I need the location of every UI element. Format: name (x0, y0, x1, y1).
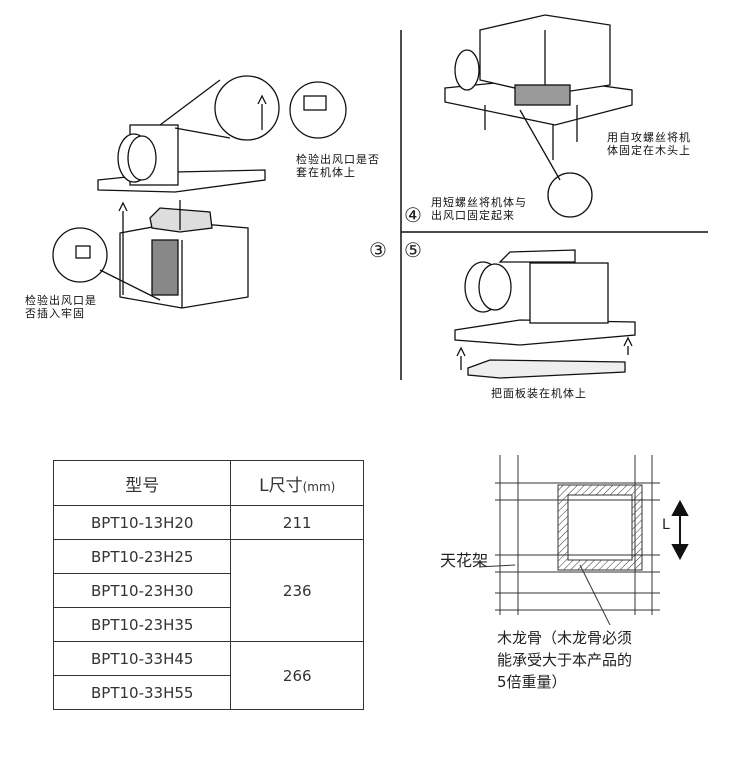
model-cell: BPT10-33H55 (52, 675, 232, 710)
step3-note-bottom: 检验出风口是 否插入牢固 (25, 294, 97, 320)
model-cell: BPT10-23H25 (52, 539, 232, 574)
step3-number: ③ (369, 238, 387, 262)
step3-fan-drawing (52, 75, 347, 309)
table-row: BPT10-33H55 (52, 675, 364, 710)
step4-number: ④ (404, 203, 422, 227)
step5-number: ⑤ (404, 238, 422, 262)
table-row: BPT10-23H30 (52, 573, 364, 608)
step5-note: 把面板装在机体上 (491, 387, 587, 400)
joist-note: 木龙骨（木龙骨必须 能承受大于本产品的 5倍重量） (497, 629, 633, 691)
step4-note-screws: 用自攻螺丝将机 体固定在木头上 (607, 131, 691, 157)
ceiling-frame-diagram (480, 455, 689, 625)
step4-note-short: 用短螺丝将机体与 出风口固定起来 (431, 196, 527, 222)
dimension-label-l: L (662, 517, 670, 533)
header-model: 型号 (52, 460, 232, 506)
step4-fan-drawing (444, 14, 633, 218)
length-cell: 211 (230, 505, 364, 540)
model-cell: BPT10-23H35 (52, 607, 232, 642)
model-cell: BPT10-23H30 (52, 573, 232, 608)
table-row: BPT10-23H35 (52, 607, 364, 642)
table-header-row: 型号 L尺寸(mm) (52, 460, 364, 506)
step3-note-top: 检验出风口是否 套在机体上 (296, 153, 380, 179)
step5-fan-drawing (454, 249, 636, 379)
header-length: L尺寸(mm) (230, 460, 364, 506)
model-cell: BPT10-33H45 (52, 641, 232, 676)
installation-diagrams (52, 14, 708, 380)
model-cell: BPT10-13H20 (52, 505, 232, 540)
length-cell: 266 (230, 641, 364, 710)
length-cell: 236 (230, 539, 364, 642)
ceiling-frame-label: 天花架 (440, 551, 489, 570)
